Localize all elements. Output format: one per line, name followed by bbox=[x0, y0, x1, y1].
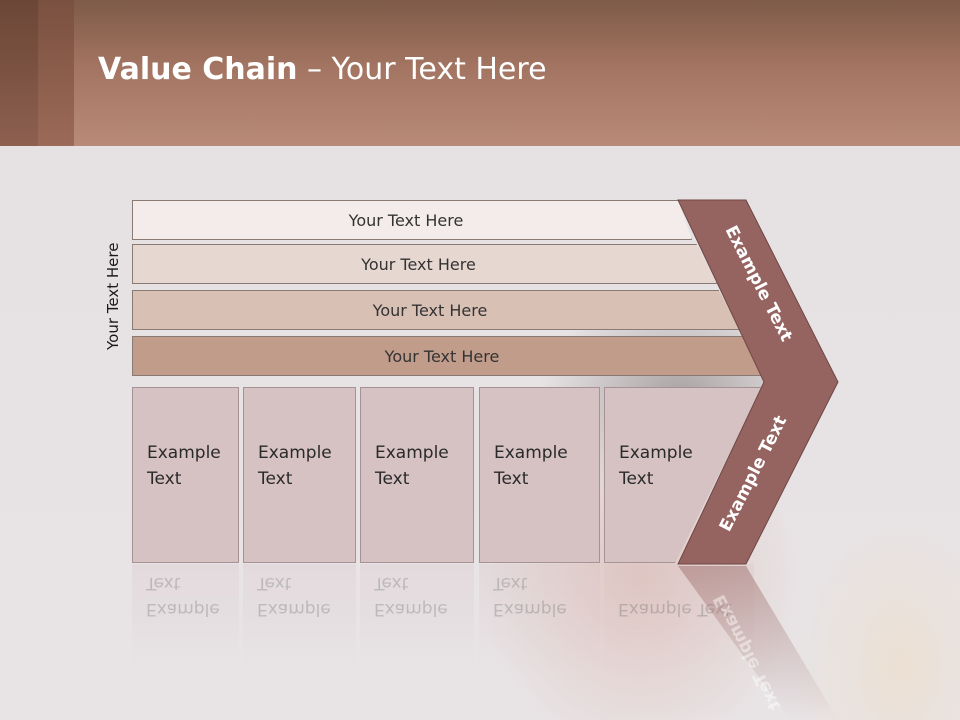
bar-2[interactable]: Your Text Here bbox=[132, 244, 717, 284]
bar-4-label: Your Text Here bbox=[384, 346, 500, 366]
example-box-4[interactable]: Example Text bbox=[479, 387, 600, 563]
box-5-line2: Text bbox=[619, 469, 654, 489]
chevron-reflection bbox=[678, 566, 838, 720]
box-2-line1: Example bbox=[258, 443, 332, 463]
bar-4[interactable]: Your Text Here bbox=[132, 336, 764, 376]
header-accent-strip bbox=[0, 0, 38, 146]
box-1-line2: Text bbox=[147, 469, 182, 489]
example-box-3[interactable]: Example Text bbox=[360, 387, 474, 563]
title-header: Value Chain – Your Text Here bbox=[0, 0, 960, 146]
slide-title[interactable]: Value Chain – Your Text Here bbox=[98, 52, 547, 87]
box-1-line1: Example bbox=[147, 443, 221, 463]
title-bold: Value Chain bbox=[98, 52, 298, 87]
box-4-line2: Text bbox=[494, 469, 529, 489]
chevron-shape[interactable] bbox=[677, 199, 839, 565]
bar-3[interactable]: Your Text Here bbox=[132, 290, 740, 330]
example-box-1[interactable]: Example Text bbox=[132, 387, 239, 563]
bar-1-label: Your Text Here bbox=[348, 210, 464, 230]
example-box-2[interactable]: Example Text bbox=[243, 387, 356, 563]
bar-2-label: Your Text Here bbox=[361, 254, 476, 274]
box-4-line1: Example bbox=[494, 443, 568, 463]
box-2-line2: Text bbox=[258, 469, 293, 489]
bar-3-label: Your Text Here bbox=[372, 300, 488, 320]
title-rest: – Your Text Here bbox=[297, 52, 547, 87]
bar-1[interactable]: Your Text Here bbox=[132, 200, 692, 240]
header-accent-strip-2 bbox=[38, 0, 74, 146]
box-5-line1: Example bbox=[619, 443, 693, 463]
box-3-line1: Example bbox=[375, 443, 449, 463]
box-3-line2: Text bbox=[375, 469, 410, 489]
